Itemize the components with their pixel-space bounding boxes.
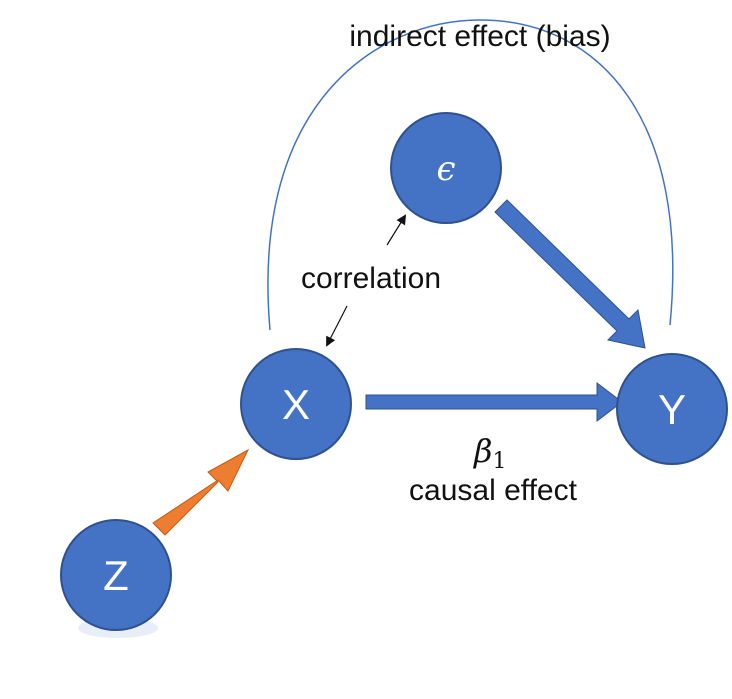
correlation-arrow-down [326, 305, 348, 347]
correlation-label: correlation [301, 262, 441, 295]
instrument-arrow [152, 448, 250, 536]
y-node: Y [616, 353, 728, 465]
correlation-arrow-up [386, 214, 407, 246]
x-node-label: X [282, 381, 310, 428]
beta-subscript: 1 [493, 449, 507, 474]
beta-symbol: β [473, 432, 493, 470]
beta-label: β1 [473, 432, 507, 474]
epsilon-node-label: ϵ [436, 149, 455, 189]
z-node-label: Z [103, 552, 129, 599]
z-node: Z [60, 519, 172, 631]
indirect-effect-label: indirect effect (bias) [349, 20, 610, 53]
epsilon-node: ϵ [390, 112, 502, 224]
causal-effect-label: causal effect [409, 474, 578, 507]
y-node-label: Y [658, 386, 686, 433]
indirect-effect-arc [267, 19, 674, 331]
causal-arrow [365, 381, 623, 423]
epsilon-to-y-arrow [494, 199, 646, 349]
x-node: X [240, 348, 352, 460]
